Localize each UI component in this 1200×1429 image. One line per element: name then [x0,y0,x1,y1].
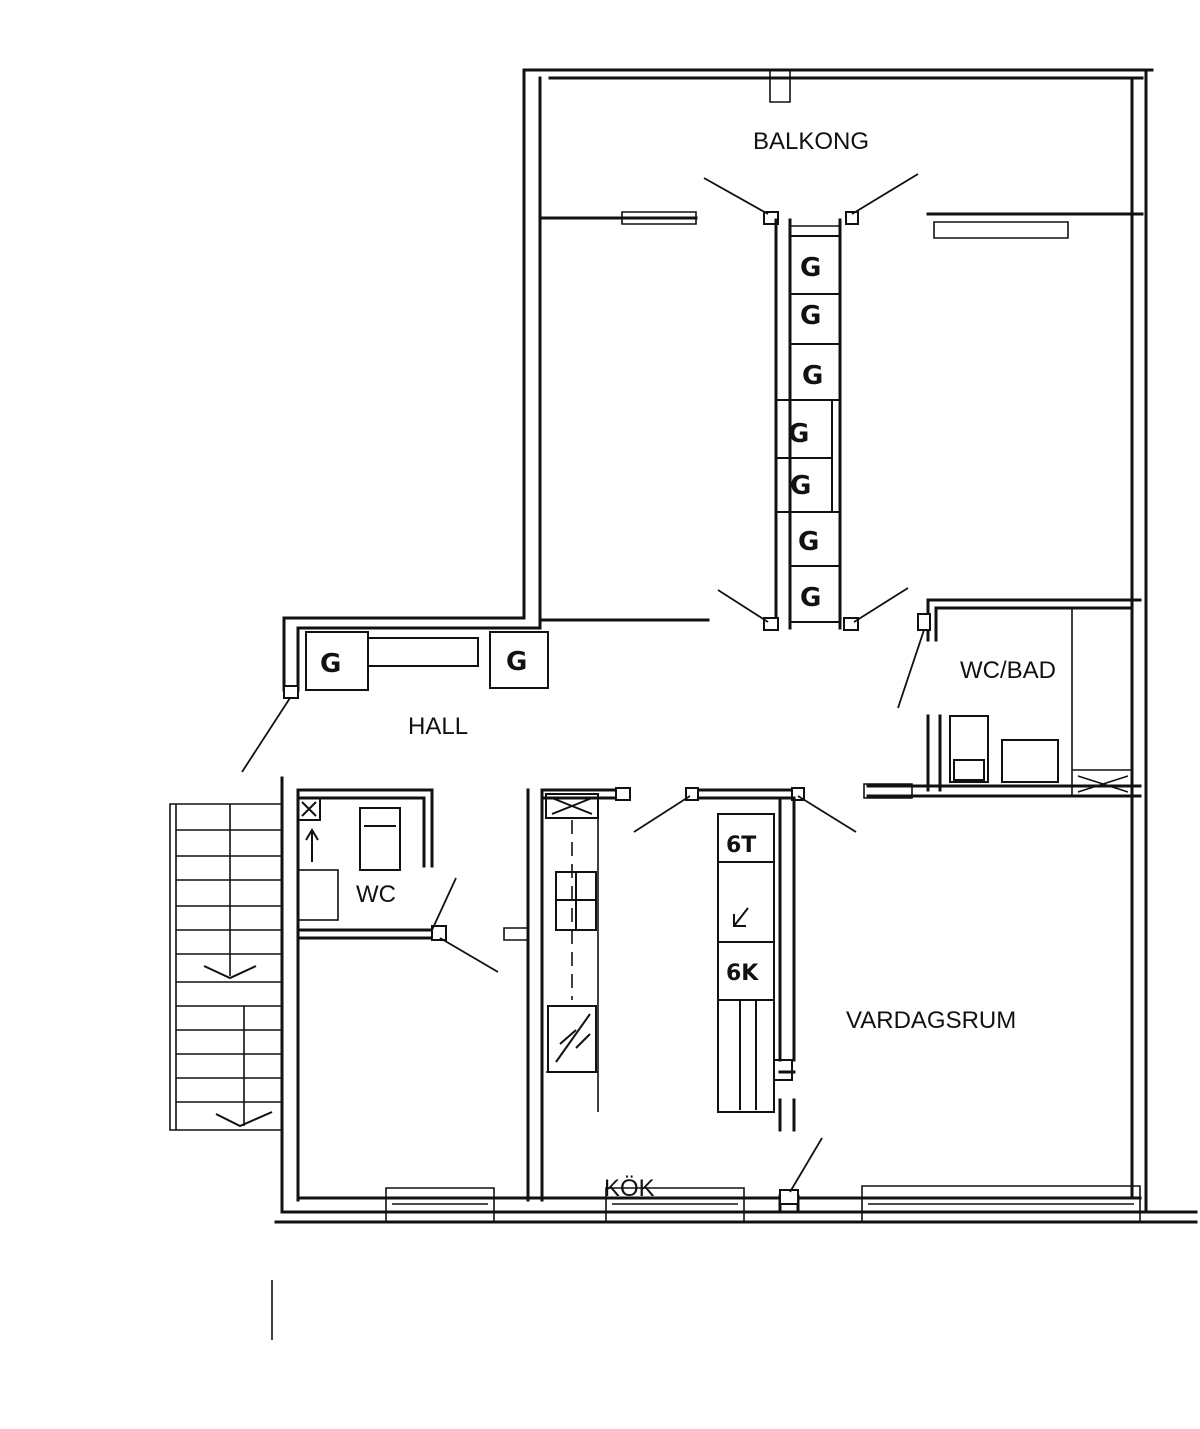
room-label-kok: KÖK [604,1175,655,1202]
svg-text:G: G [798,527,819,557]
room-label-balkong: BALKONG [753,128,869,155]
svg-text:6K: 6K [726,961,759,986]
outer-walls [271,68,1198,1340]
room-labels: BALKONG HALL WC/BAD WC VARDAGSRUM KÖK [356,128,1056,1202]
toilet-icon [1001,739,1059,783]
hall-shelf [367,637,479,667]
svg-text:G: G [800,583,821,613]
room-label-vardagsrum: VARDAGSRUM [846,1007,1016,1034]
door-swings [241,173,925,1193]
door-swing-icon [851,173,919,215]
wardrobe-icon: G [775,457,833,513]
sink-icon [949,715,989,783]
interior-walls [283,69,1144,1212]
svg-text:G: G [802,361,823,391]
svg-text:G: G [320,649,341,679]
sink-icon [297,797,321,821]
door-swing-icon [797,795,857,833]
kitchen-fixtures: 6T 6K [545,793,793,1113]
wardrobes: G G G G G G G G [305,235,841,691]
room-label-wc-bad: WC/BAD [960,657,1056,684]
window-icon [605,1187,745,1223]
svg-text:G: G [800,301,821,331]
door-swing-icon [703,177,769,215]
room-label-hall: HALL [408,713,468,740]
window-icon [385,1187,495,1223]
wardrobe-icon: G [789,235,841,295]
window-icon [861,1185,1141,1223]
svg-text:6T: 6T [726,833,756,858]
wardrobe-icon: G [489,631,549,689]
room-label-wc: WC [356,881,396,908]
bathroom-fixtures [297,715,1059,921]
door-swing-icon [633,795,691,833]
door-swing-icon [431,877,457,931]
toilet-icon [359,807,401,871]
door-swing-icon [717,589,769,623]
wardrobe-icon: G [789,511,841,567]
arrow-down-left-icon [733,907,749,927]
wardrobe-icon: G [775,399,833,459]
wardrobe-icon: G [305,631,369,691]
door-swing-icon [897,629,925,709]
wardrobe-icon: G [789,565,841,623]
door-swing-icon [853,587,909,623]
wc-counter [297,869,339,921]
stairs-icon [169,803,283,1131]
arrow-up-icon [305,828,319,862]
door-swing-icon [439,937,499,973]
svg-text:G: G [790,471,811,501]
svg-text:G: G [788,419,809,449]
svg-text:G: G [800,253,821,283]
door-swing-icon [241,697,291,773]
wardrobe-icon: G [789,343,841,401]
door-swing-icon [789,1137,823,1193]
wardrobe-icon: G [789,293,841,345]
svg-text:G: G [506,647,527,677]
windows [385,1185,1141,1223]
